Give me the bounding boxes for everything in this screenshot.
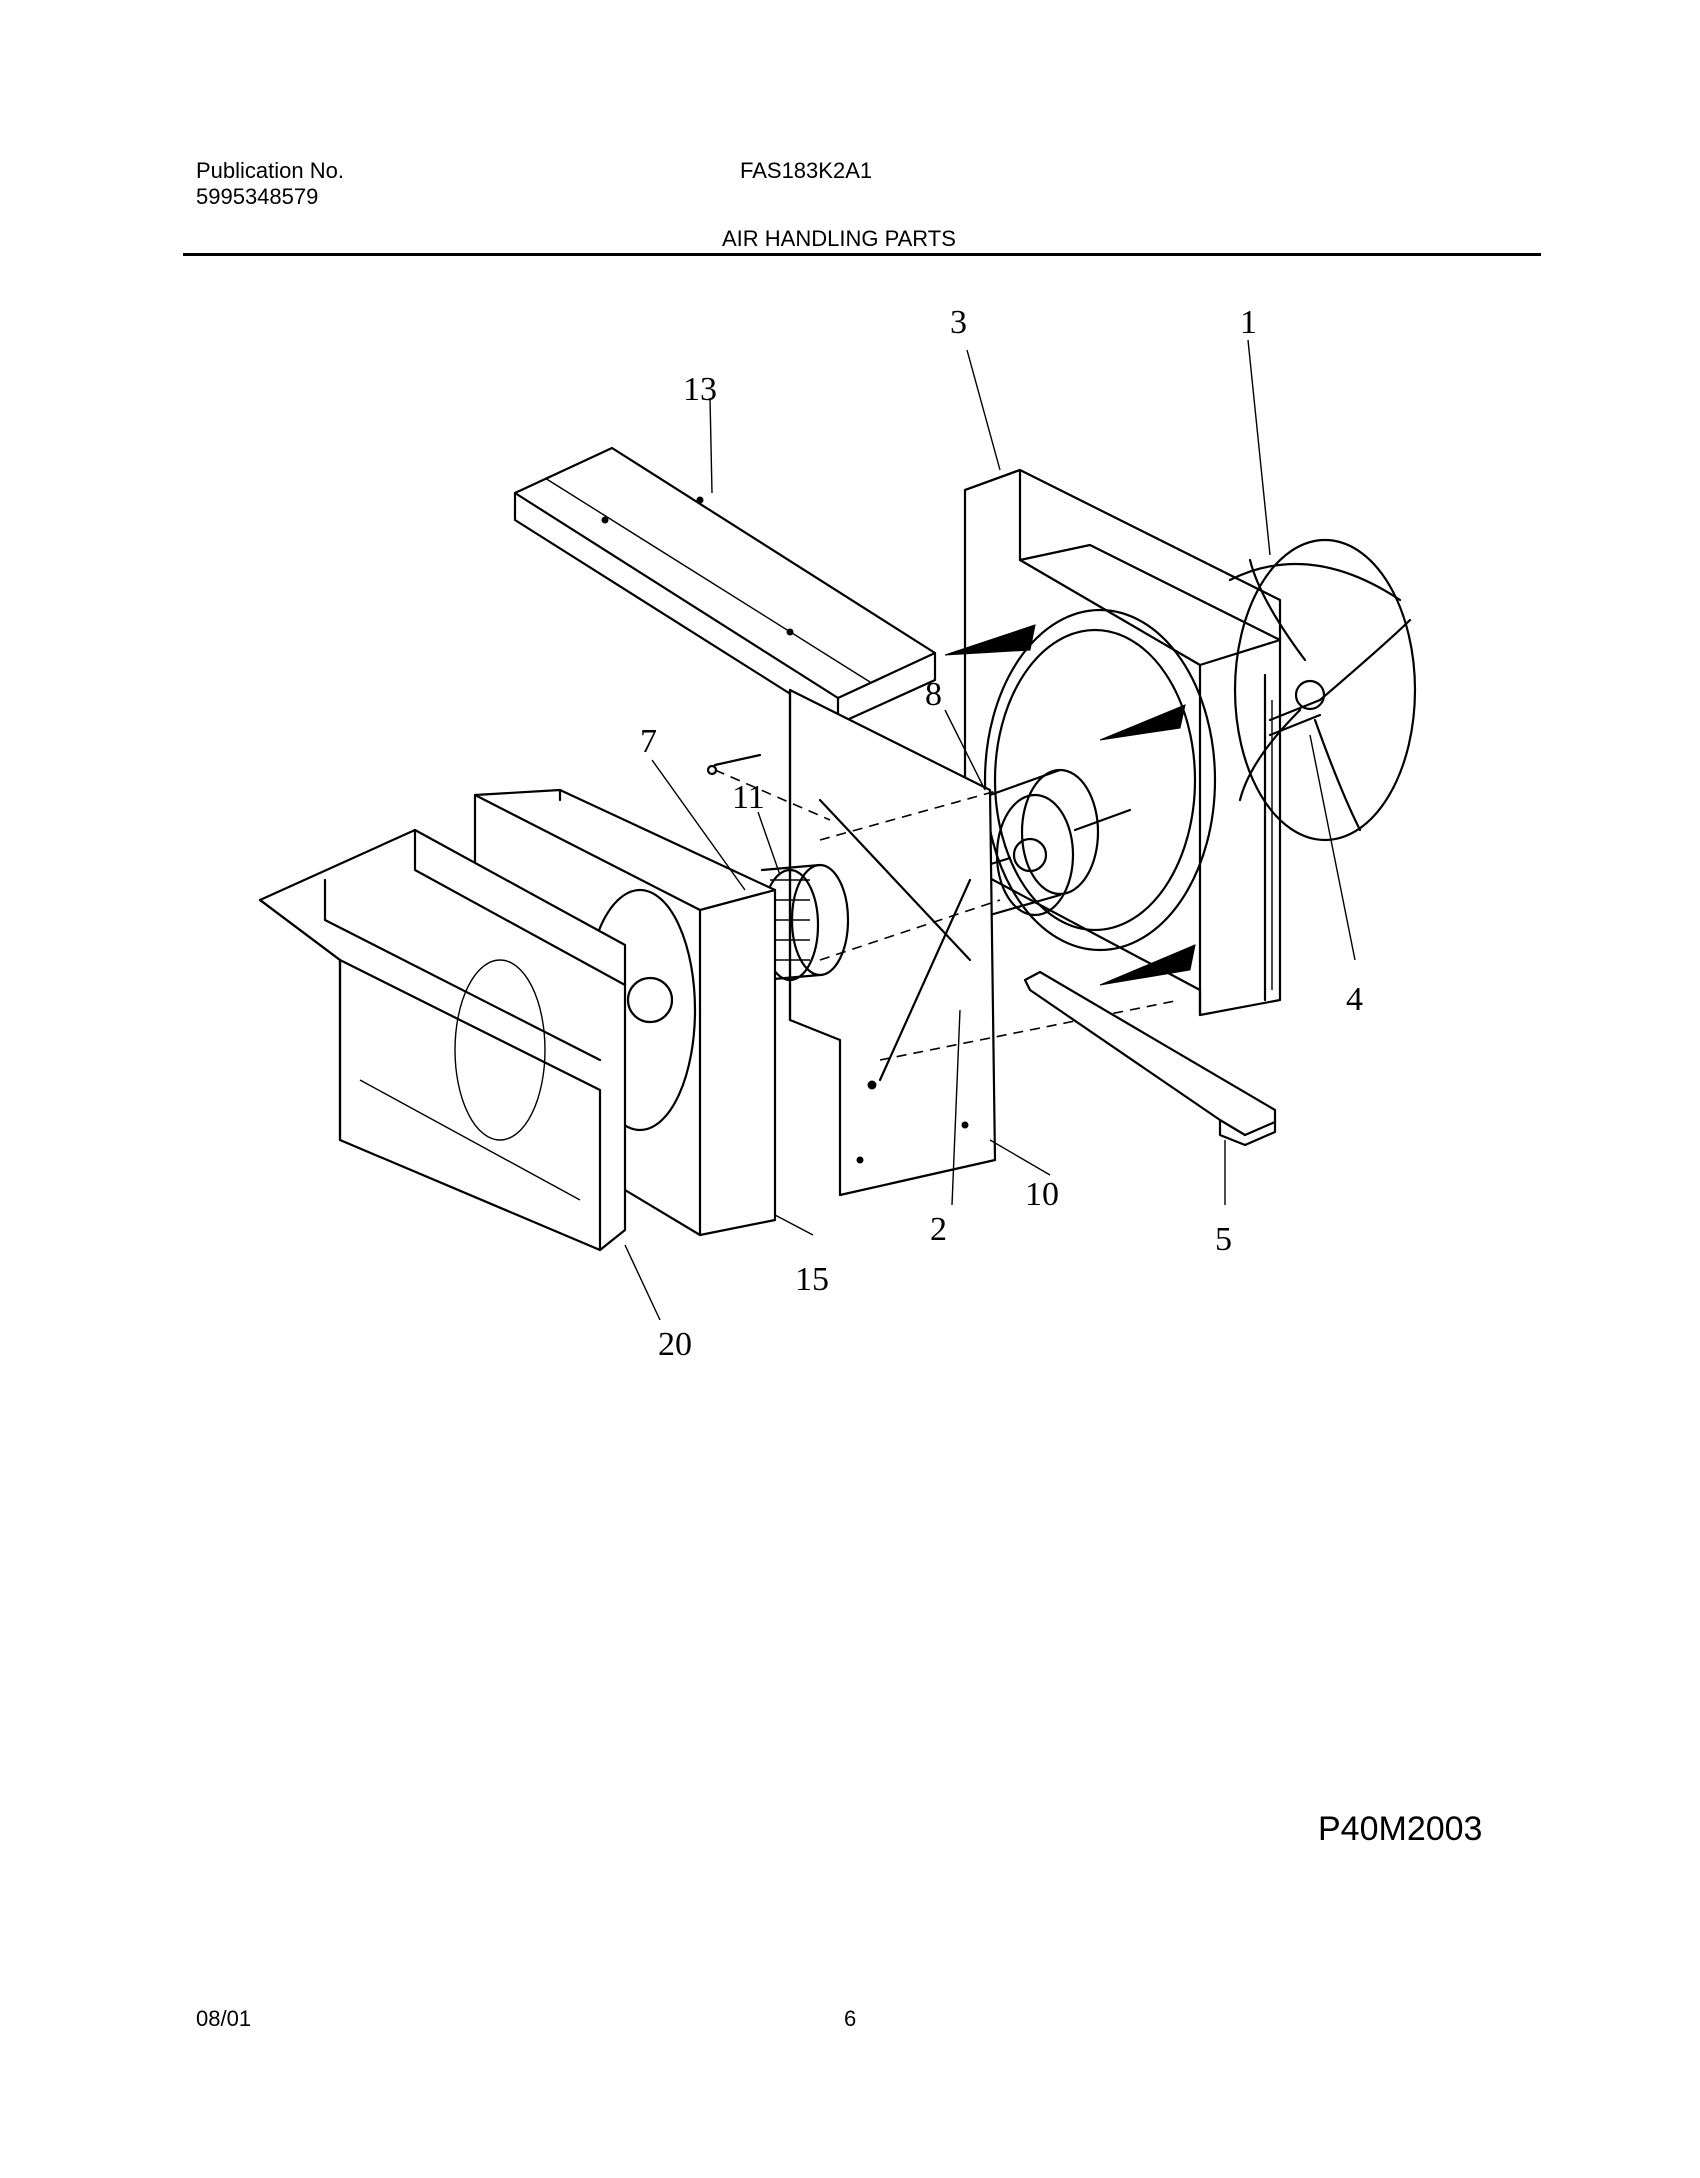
callout-20: 20 (658, 1326, 692, 1363)
part-8-fan-motor (938, 768, 1132, 917)
callout-4: 4 (1346, 981, 1363, 1018)
part-13-top-cover (513, 446, 937, 726)
callout-7: 7 (640, 723, 657, 760)
header-rule (183, 253, 1541, 256)
publication-number: 5995348579 (196, 184, 319, 209)
part-10-partition (788, 688, 997, 1197)
section-title: AIR HANDLING PARTS (722, 226, 956, 251)
callout-2: 2 (930, 1211, 947, 1248)
callout-11: 11 (732, 779, 765, 816)
part-1-fan-blade (1228, 538, 1417, 842)
exploded-parts-diagram: 1 2 3 4 5 7 8 10 11 13 15 20 (258, 304, 1417, 1363)
assembly-lines (706, 764, 1181, 1061)
callout-3: 3 (950, 304, 967, 341)
page-number: 6 (844, 2006, 857, 2031)
model-number: FAS183K2A1 (740, 158, 873, 183)
part-4-motor-mount (1268, 698, 1322, 737)
callout-13: 13 (683, 371, 717, 408)
part-3-shroud (944, 468, 1282, 1017)
part-20-grille-frame (258, 828, 627, 1252)
callout-1: 1 (1240, 304, 1257, 341)
callout-5: 5 (1215, 1221, 1232, 1258)
part-11-blower-wheel (760, 863, 850, 982)
diagram-code: P40M2003 (1318, 1810, 1483, 1848)
publication-date: 08/01 (196, 2006, 252, 2031)
publication-label: Publication No. (196, 158, 344, 183)
callout-8: 8 (925, 676, 942, 713)
screw-icon (713, 753, 762, 767)
leader-lines (624, 339, 1356, 1321)
part-5-drain-tube (1023, 970, 1277, 1147)
callout-15: 15 (795, 1261, 829, 1298)
callout-10: 10 (1025, 1176, 1059, 1213)
